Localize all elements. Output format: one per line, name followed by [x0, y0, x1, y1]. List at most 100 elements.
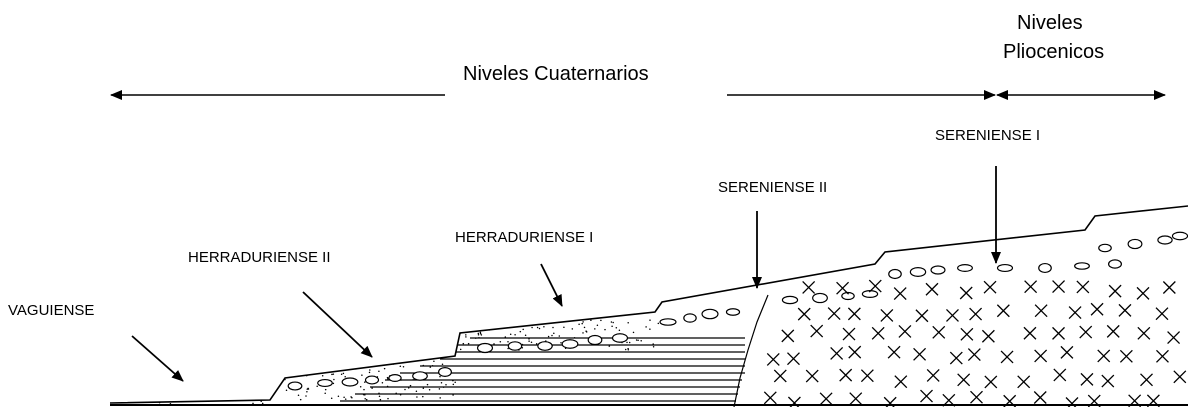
- bedrock-cross: [1060, 345, 1074, 359]
- stipple-dot: [332, 373, 335, 375]
- pebble: [438, 367, 452, 377]
- stipple-dot: [298, 361, 301, 364]
- stipple-dot: [493, 343, 495, 345]
- stipple-dot: [313, 360, 316, 363]
- bedrock-cross: [893, 287, 907, 301]
- ground-body: [110, 206, 1188, 407]
- stipple-dot: [552, 326, 554, 329]
- bedrock-cross: [1155, 307, 1169, 321]
- bedrock-cross: [1140, 373, 1153, 387]
- stipple-dot: [386, 376, 389, 379]
- stipple-dot: [409, 384, 412, 387]
- stipple-dot: [331, 373, 333, 376]
- stipple-dot: [462, 342, 465, 345]
- stipple-dot: [344, 398, 347, 400]
- stipple-dot: [163, 388, 165, 391]
- pebble: [476, 342, 494, 354]
- stipple-dot: [337, 395, 340, 398]
- bedrock-cross: [957, 373, 971, 387]
- stipple-dot: [307, 387, 309, 390]
- stipple-dot: [438, 388, 441, 390]
- stipple-dot: [381, 381, 384, 384]
- bedrock-cross: [1106, 324, 1120, 338]
- stipple-dot: [649, 319, 651, 321]
- stipple-dot: [167, 398, 170, 401]
- stipple-dot: [461, 326, 464, 329]
- bedrock-cross: [984, 375, 998, 389]
- pebble: [388, 374, 402, 382]
- stipple-dot: [203, 385, 205, 388]
- stipple-dot: [429, 366, 432, 368]
- pebble: [812, 292, 828, 304]
- bedrock-cross: [805, 369, 819, 383]
- stipple-dot: [343, 396, 345, 398]
- stipple-dot: [604, 328, 606, 331]
- stipple-dot: [404, 388, 406, 391]
- pebble: [341, 377, 359, 387]
- stipple-dot: [387, 397, 389, 400]
- stipple-dot: [295, 373, 297, 375]
- stipple-dot: [299, 364, 301, 367]
- stipple-dot: [465, 334, 467, 336]
- stipple-dot: [208, 394, 210, 397]
- bedrock-cross: [1079, 325, 1093, 339]
- pliocene-label-line1: Niveles: [1017, 12, 1083, 34]
- stipple-dot: [332, 382, 335, 385]
- stipple-dot: [504, 336, 507, 338]
- stipple-dot: [285, 389, 288, 392]
- bedrock-cross: [1053, 368, 1067, 382]
- stipple-dot: [600, 319, 602, 322]
- stipple-dot: [361, 374, 363, 376]
- stipple-dot: [240, 396, 242, 399]
- stipple-dot: [452, 394, 454, 396]
- stipple-dot: [578, 323, 580, 326]
- bedrock-cross: [1167, 331, 1181, 345]
- stipple-dot: [229, 389, 232, 392]
- stipple-dot: [387, 378, 389, 380]
- bedrock-cross: [967, 348, 981, 362]
- bedrock-cross: [1068, 306, 1082, 320]
- stipple-dot: [618, 329, 621, 331]
- bedrock-cross: [763, 391, 777, 405]
- stipple-dot: [531, 326, 533, 329]
- bedrock-cross: [1156, 349, 1169, 363]
- bedrock-cross: [842, 327, 856, 341]
- stipple-dot: [524, 334, 527, 337]
- bedrock-cross: [925, 282, 939, 296]
- stipple-dot: [350, 396, 352, 398]
- bedrock-cross: [981, 329, 995, 343]
- pebble: [996, 263, 1014, 273]
- stipple-dot: [369, 369, 371, 371]
- stipple-dot: [238, 386, 240, 389]
- stipple-dot: [299, 365, 301, 368]
- stipple-dot: [290, 374, 292, 377]
- stipple-dot: [180, 388, 183, 391]
- stipple-dot: [402, 365, 405, 368]
- bedrock-cross: [1033, 391, 1047, 404]
- stipple-dot: [608, 345, 611, 347]
- stipple-dot: [610, 321, 613, 323]
- stipple-dot: [293, 374, 295, 376]
- stipple-dot: [202, 393, 204, 396]
- stipple-dot: [354, 363, 357, 366]
- stipple-dot: [426, 383, 429, 386]
- bedrock-cross: [883, 396, 897, 407]
- stipple-dot: [340, 365, 342, 368]
- stipple-dot: [627, 349, 630, 351]
- bedrock-cross: [949, 351, 963, 365]
- bedrock-cross: [847, 307, 861, 321]
- stipple-dot: [363, 388, 365, 391]
- bedrock-cross: [1173, 370, 1187, 384]
- stipple-dot: [530, 341, 533, 343]
- stipple-dot: [221, 391, 224, 394]
- stipple-dot: [252, 402, 254, 405]
- stipple-dot: [635, 339, 638, 341]
- stipple-dot: [632, 331, 635, 334]
- bedrock-cross: [1162, 281, 1176, 294]
- stipple-dot: [191, 390, 193, 393]
- stipple-dot: [470, 326, 473, 329]
- stipple-dot: [203, 392, 205, 395]
- stipple-dot: [165, 388, 168, 391]
- bedrock-cross: [1065, 397, 1079, 407]
